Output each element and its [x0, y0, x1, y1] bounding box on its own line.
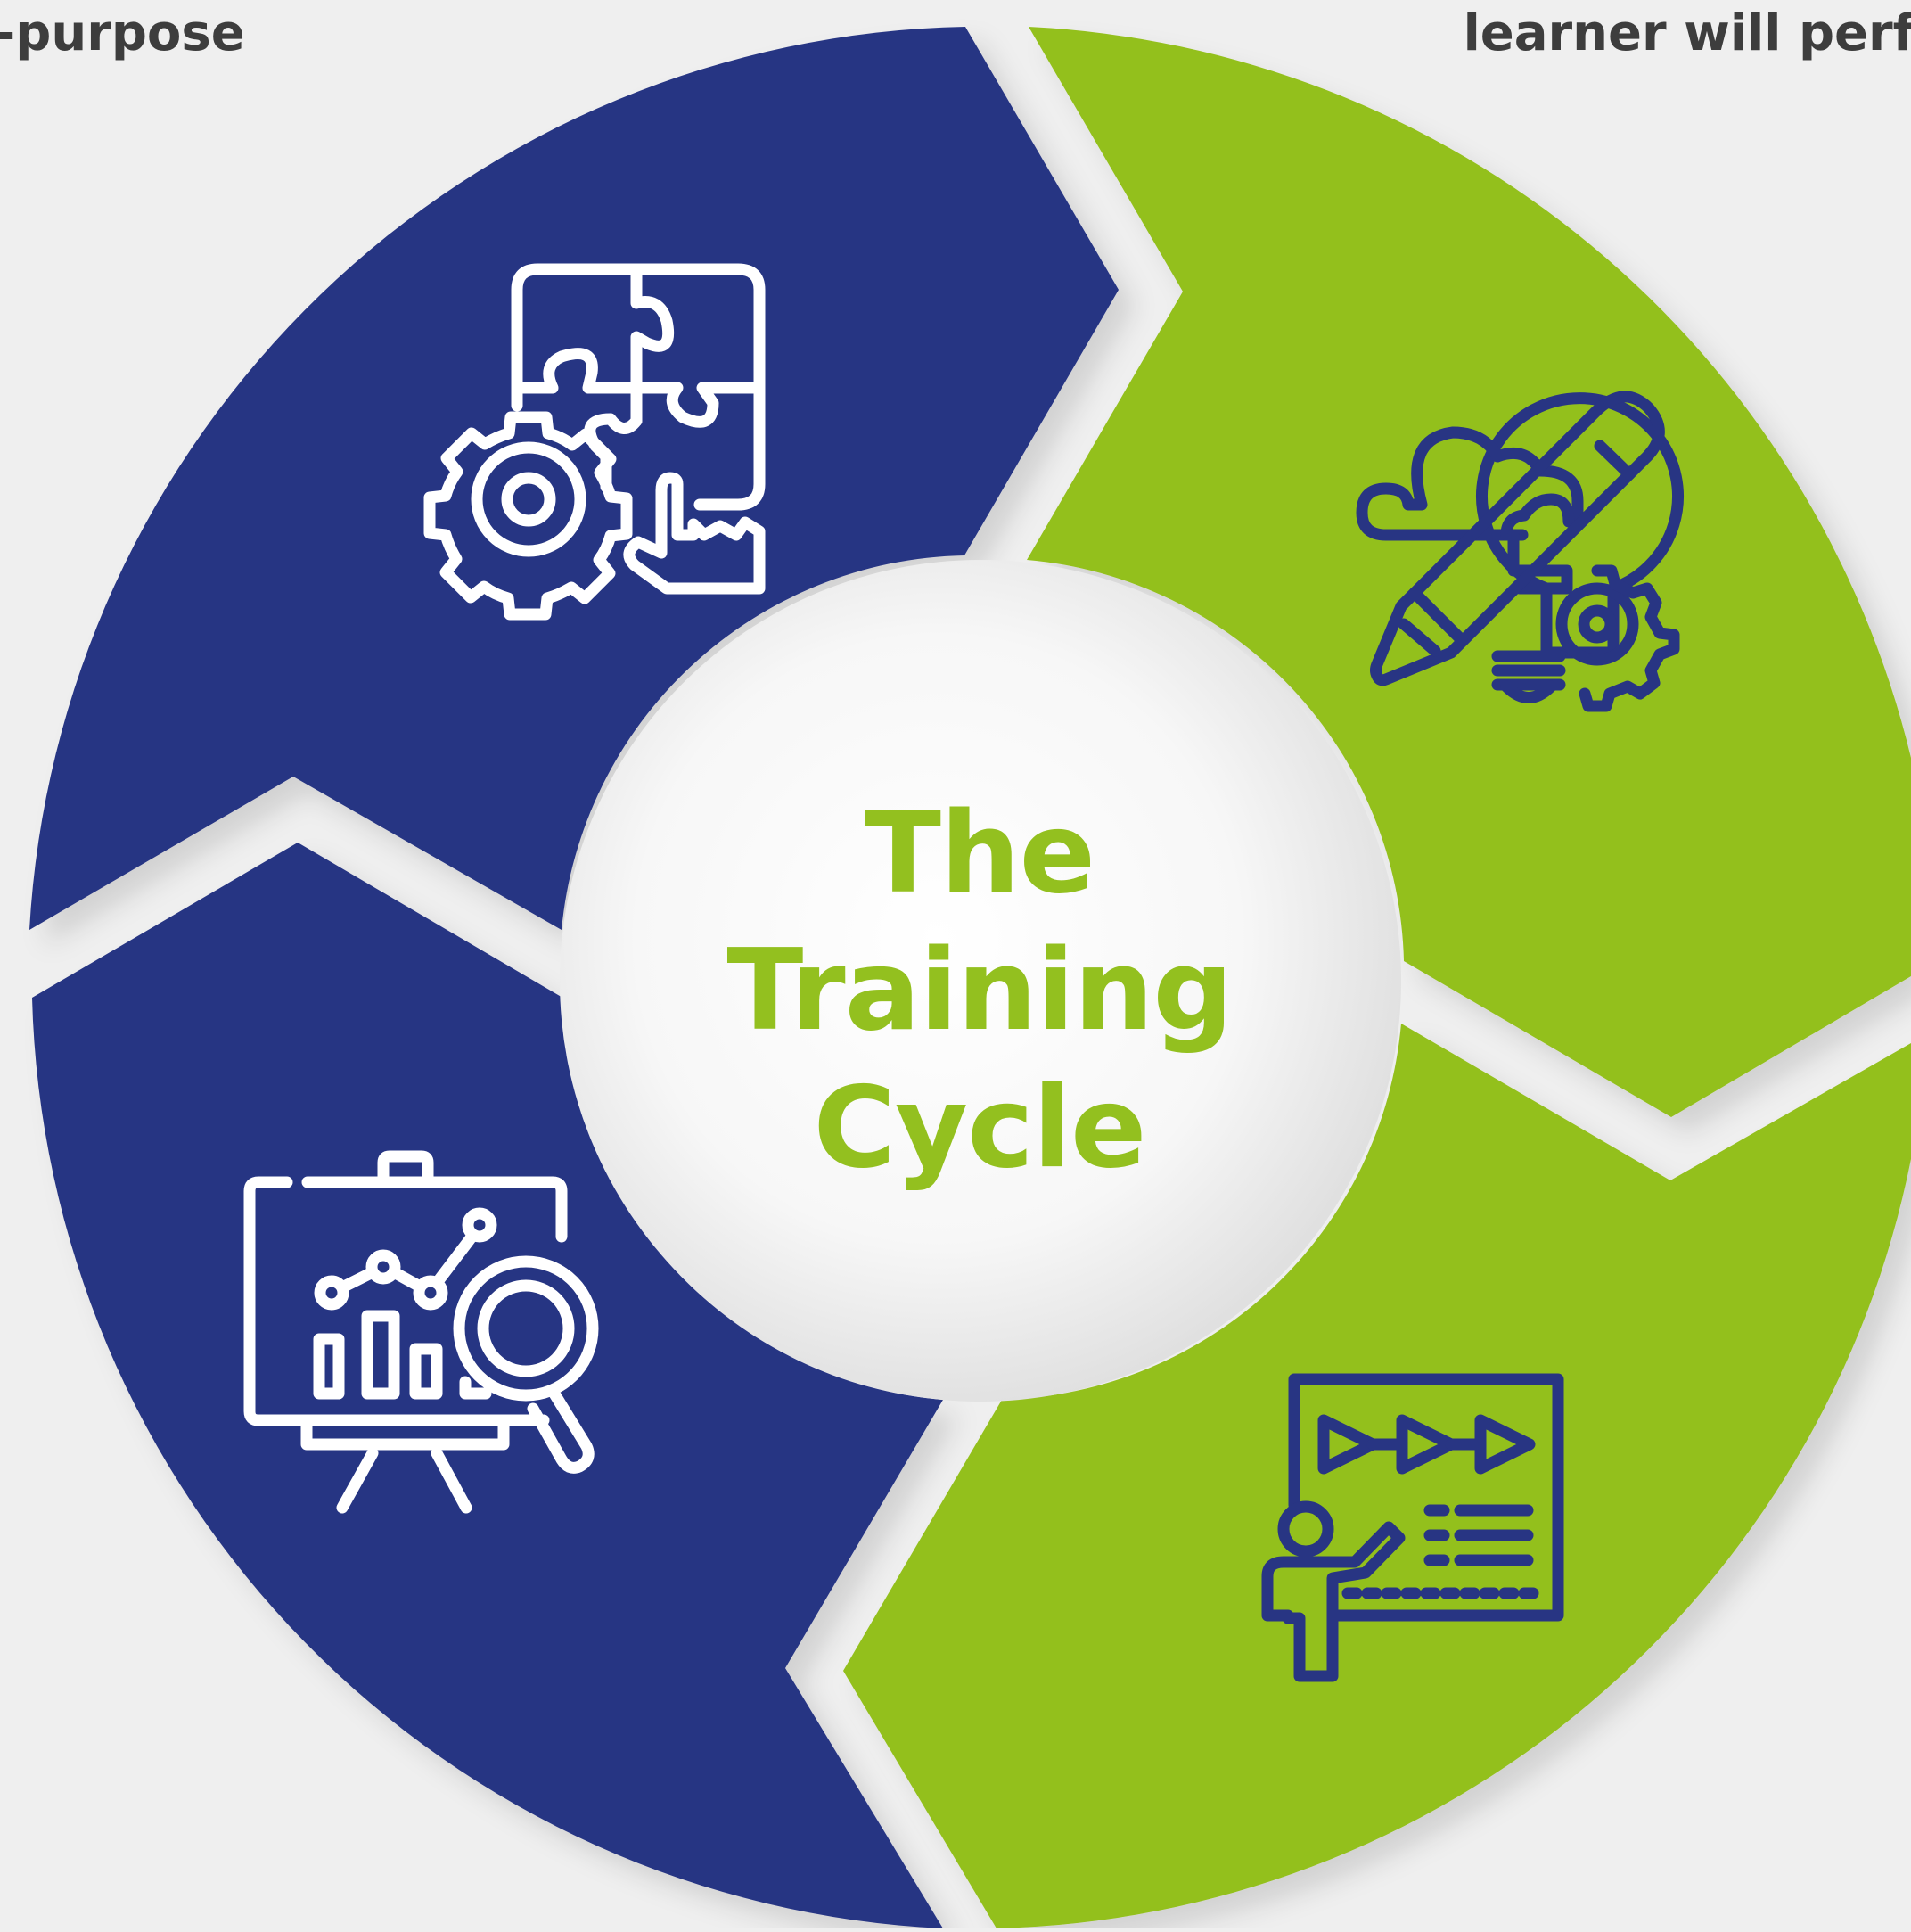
segment-top-right — [1027, 27, 1911, 1117]
puzzle-gear-icon — [423, 263, 766, 621]
cycle-title: The Training Cycle — [623, 785, 1336, 1196]
title-line-1: The — [864, 787, 1095, 918]
title-line-2: Training — [726, 925, 1233, 1056]
analytics-board-icon — [243, 1150, 599, 1514]
top-left-fragment-text: -purpose — [0, 4, 245, 62]
title-line-3: Cycle — [813, 1062, 1147, 1193]
presentation-icon — [1261, 1373, 1564, 1682]
top-right-fragment-text: learner will perf — [1463, 4, 1911, 62]
center-hub — [560, 560, 1401, 1402]
segment-bottom-right — [843, 1024, 1911, 1928]
idea-pencil-gear-icon — [1356, 391, 1684, 712]
